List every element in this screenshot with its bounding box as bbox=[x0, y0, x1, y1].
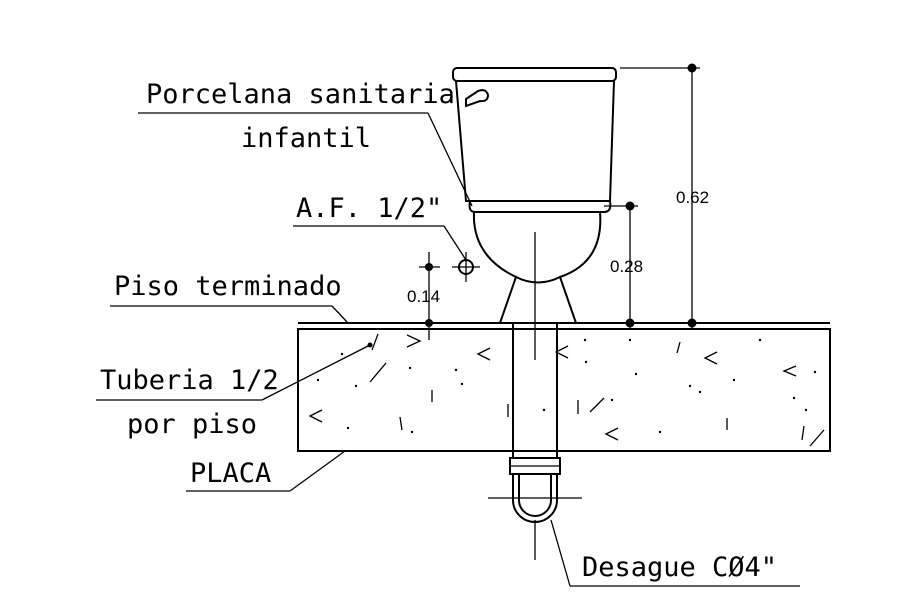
label-porcelain-line1: Porcelana sanitaria bbox=[146, 79, 455, 110]
leader-porcelain bbox=[138, 112, 473, 207]
leader-slab bbox=[186, 450, 346, 492]
dimension-total-height bbox=[620, 63, 700, 329]
toilet bbox=[452, 67, 617, 324]
dimension-inlet-label: 0.14 bbox=[407, 287, 440, 306]
label-finished-floor: Piso terminado bbox=[114, 271, 342, 302]
dimension-bowl-label: 0.28 bbox=[610, 257, 643, 276]
drain-pipe bbox=[488, 232, 582, 560]
label-pipe-line1: Tuberia 1/2 bbox=[100, 365, 279, 396]
dimension-bowl-height bbox=[604, 201, 638, 329]
slab-dots bbox=[316, 338, 817, 434]
leader-drain bbox=[550, 519, 800, 587]
concrete-slab bbox=[297, 328, 831, 452]
label-water-inlet: A.F. 1/2" bbox=[296, 193, 442, 224]
leader-pipe bbox=[96, 342, 373, 401]
label-slab: PLACA bbox=[190, 458, 271, 489]
dimension-total-label: 0.62 bbox=[676, 188, 709, 207]
flush-handle bbox=[465, 89, 490, 108]
leader-water-inlet bbox=[293, 225, 467, 261]
label-pipe-line2: por piso bbox=[127, 409, 257, 440]
label-porcelain-line2: infantil bbox=[241, 123, 371, 154]
label-drain: Desague CØ4" bbox=[582, 552, 777, 583]
water-inlet-symbol bbox=[419, 252, 480, 340]
slab-hatch bbox=[308, 333, 825, 447]
leader-floor bbox=[110, 305, 349, 324]
